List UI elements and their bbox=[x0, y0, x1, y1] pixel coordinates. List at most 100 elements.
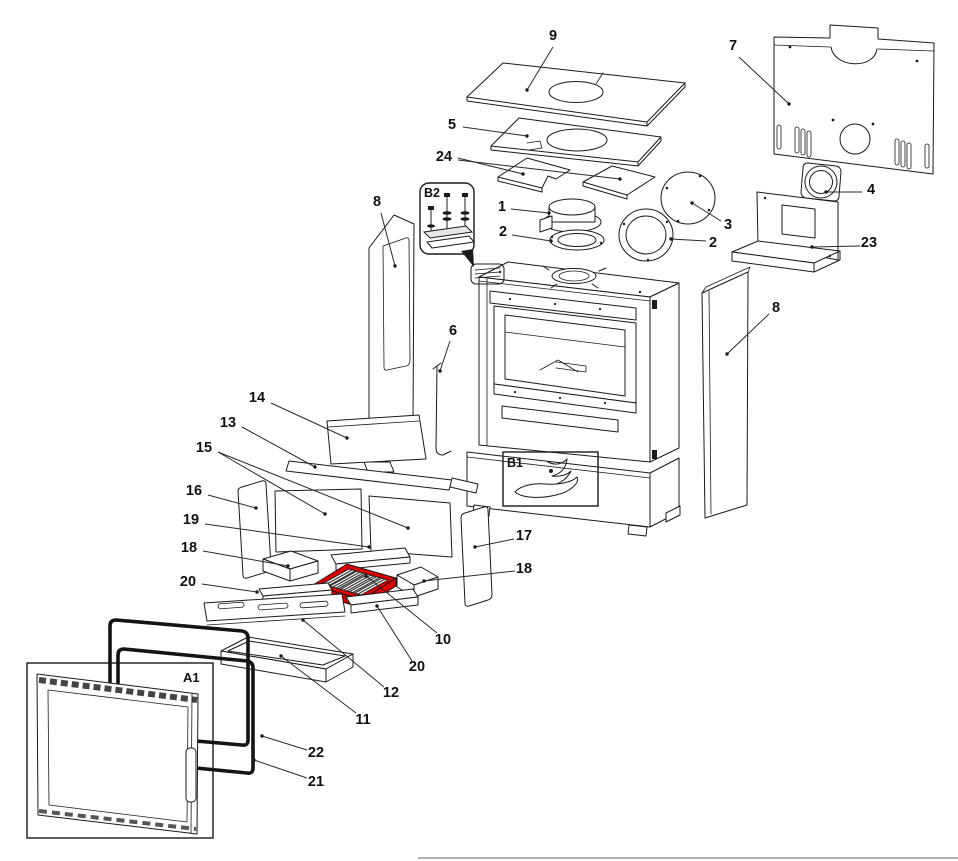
callout-part-16: 16 bbox=[186, 483, 202, 499]
leader-dot-part-22 bbox=[260, 734, 264, 738]
leader-line-part-2 bbox=[511, 234, 552, 242]
stove-foot bbox=[627, 524, 648, 537]
part-liner-right bbox=[460, 506, 493, 607]
part-brick-left bbox=[262, 550, 319, 582]
callout-part-21: 21 bbox=[308, 774, 324, 790]
inset-b2-pointer bbox=[461, 249, 474, 267]
leader-line-part-1 bbox=[510, 208, 550, 214]
leader-dot-part-12 bbox=[301, 618, 305, 622]
callout-part-9: 9 bbox=[549, 28, 557, 44]
part-flue-flange bbox=[800, 162, 842, 202]
part-top-plate bbox=[466, 62, 686, 127]
screw-icon bbox=[427, 193, 470, 232]
leader-line-part-2 bbox=[670, 238, 707, 242]
inset-b1-label: B1 bbox=[507, 456, 523, 470]
callout-part-13: 13 bbox=[220, 415, 236, 431]
part-side-panel-left bbox=[363, 214, 415, 473]
fan-icon bbox=[514, 458, 579, 498]
leader-line-part-3 bbox=[691, 202, 722, 222]
leader-line-part-15 bbox=[217, 451, 409, 529]
leader-dot-part-24 bbox=[618, 177, 622, 181]
callout-part-5: 5 bbox=[448, 117, 456, 133]
leader-dot-part-14 bbox=[345, 436, 349, 440]
part-back-liner bbox=[274, 488, 363, 553]
leader-line-part-8 bbox=[726, 313, 770, 355]
callout-part-1: 1 bbox=[498, 199, 506, 215]
inset-b2-label: B2 bbox=[424, 186, 440, 200]
callout-part-4: 4 bbox=[867, 182, 875, 198]
part-deflector-bar bbox=[285, 460, 479, 494]
leader-line-part-18 bbox=[423, 570, 516, 582]
leader-dot-part-23 bbox=[810, 245, 814, 249]
inset-a1-label: A1 bbox=[183, 670, 200, 685]
leader-dot-part-2 bbox=[669, 237, 673, 241]
part-back-panel bbox=[773, 24, 935, 175]
callout-part-12: 12 bbox=[383, 685, 399, 701]
leader-line-part-10 bbox=[365, 575, 438, 634]
leader-dot-part-10 bbox=[364, 574, 368, 578]
firebox-floor-assembly bbox=[203, 414, 493, 683]
callout-part-19: 19 bbox=[183, 512, 199, 528]
leader-line-part-5 bbox=[462, 126, 528, 137]
stove-foot bbox=[665, 505, 681, 523]
part-baffle-board bbox=[326, 414, 427, 465]
leader-line-part-19 bbox=[204, 523, 370, 548]
damper-plate-icon bbox=[426, 235, 475, 249]
leader-line-part-8 bbox=[380, 212, 396, 267]
door-handle bbox=[185, 747, 197, 803]
stove-side-face bbox=[649, 282, 680, 463]
callout-part-2: 2 bbox=[709, 235, 717, 251]
leader-dot-part-17 bbox=[473, 545, 477, 549]
leader-dot-part-18 bbox=[422, 579, 426, 583]
callout-part-2: 2 bbox=[499, 224, 507, 240]
part-baffle-plates-24 bbox=[497, 157, 656, 200]
leader-dot-part-7 bbox=[787, 102, 791, 106]
leader-line-part-20 bbox=[201, 583, 258, 593]
callout-part-17: 17 bbox=[516, 528, 532, 544]
part-inner-top-plate bbox=[490, 117, 662, 167]
callout-part-20: 20 bbox=[409, 659, 425, 675]
leader-line-part-23 bbox=[811, 245, 861, 248]
leader-dot-part-2 bbox=[549, 239, 553, 243]
inset-b2: B2 bbox=[419, 182, 475, 267]
part-operating-rod bbox=[432, 362, 452, 456]
callout-part-7: 7 bbox=[729, 38, 737, 54]
callout-part-14: 14 bbox=[249, 390, 265, 406]
callout-part-18: 18 bbox=[516, 561, 532, 577]
leader-line-part-22 bbox=[261, 735, 308, 751]
leader-dot-part-6 bbox=[438, 369, 442, 373]
part-back-ring bbox=[618, 208, 674, 262]
part-side-panel-right bbox=[701, 266, 751, 519]
part-blanking-plate bbox=[660, 171, 716, 225]
stove-lintel bbox=[489, 290, 637, 321]
stove-body: B1 bbox=[466, 261, 681, 537]
leader-dot-part-9 bbox=[525, 88, 529, 92]
stove-base bbox=[466, 451, 681, 537]
leader-dot-part-19 bbox=[367, 545, 371, 549]
leader-line-part-16 bbox=[207, 494, 257, 509]
callout-part-23: 23 bbox=[861, 235, 877, 251]
leader-dot-part-3 bbox=[690, 201, 694, 205]
leader-line-part-6 bbox=[439, 340, 451, 372]
leader-line-part-17 bbox=[474, 538, 515, 548]
leader-dot-part-4 bbox=[824, 190, 828, 194]
leader-line-part-21 bbox=[253, 759, 308, 779]
leader-dot-part-11 bbox=[279, 654, 283, 658]
callout-part-15: 15 bbox=[196, 440, 212, 456]
part-vent-strip bbox=[203, 593, 346, 626]
callout-part-22: 22 bbox=[308, 745, 324, 761]
callout-part-11: 11 bbox=[355, 712, 370, 728]
part-bracket bbox=[731, 191, 841, 273]
stove-lower-slot bbox=[501, 405, 619, 433]
stove-sill bbox=[493, 383, 637, 414]
callout-part-18: 18 bbox=[181, 540, 197, 556]
leader-line-part-24 bbox=[457, 157, 524, 175]
leader-line-part-24 bbox=[457, 159, 621, 180]
stove-window bbox=[493, 305, 637, 404]
leader-line-part-18 bbox=[202, 550, 289, 567]
leader-line-part-12 bbox=[302, 619, 385, 688]
inset-b1: B1 bbox=[502, 451, 599, 507]
